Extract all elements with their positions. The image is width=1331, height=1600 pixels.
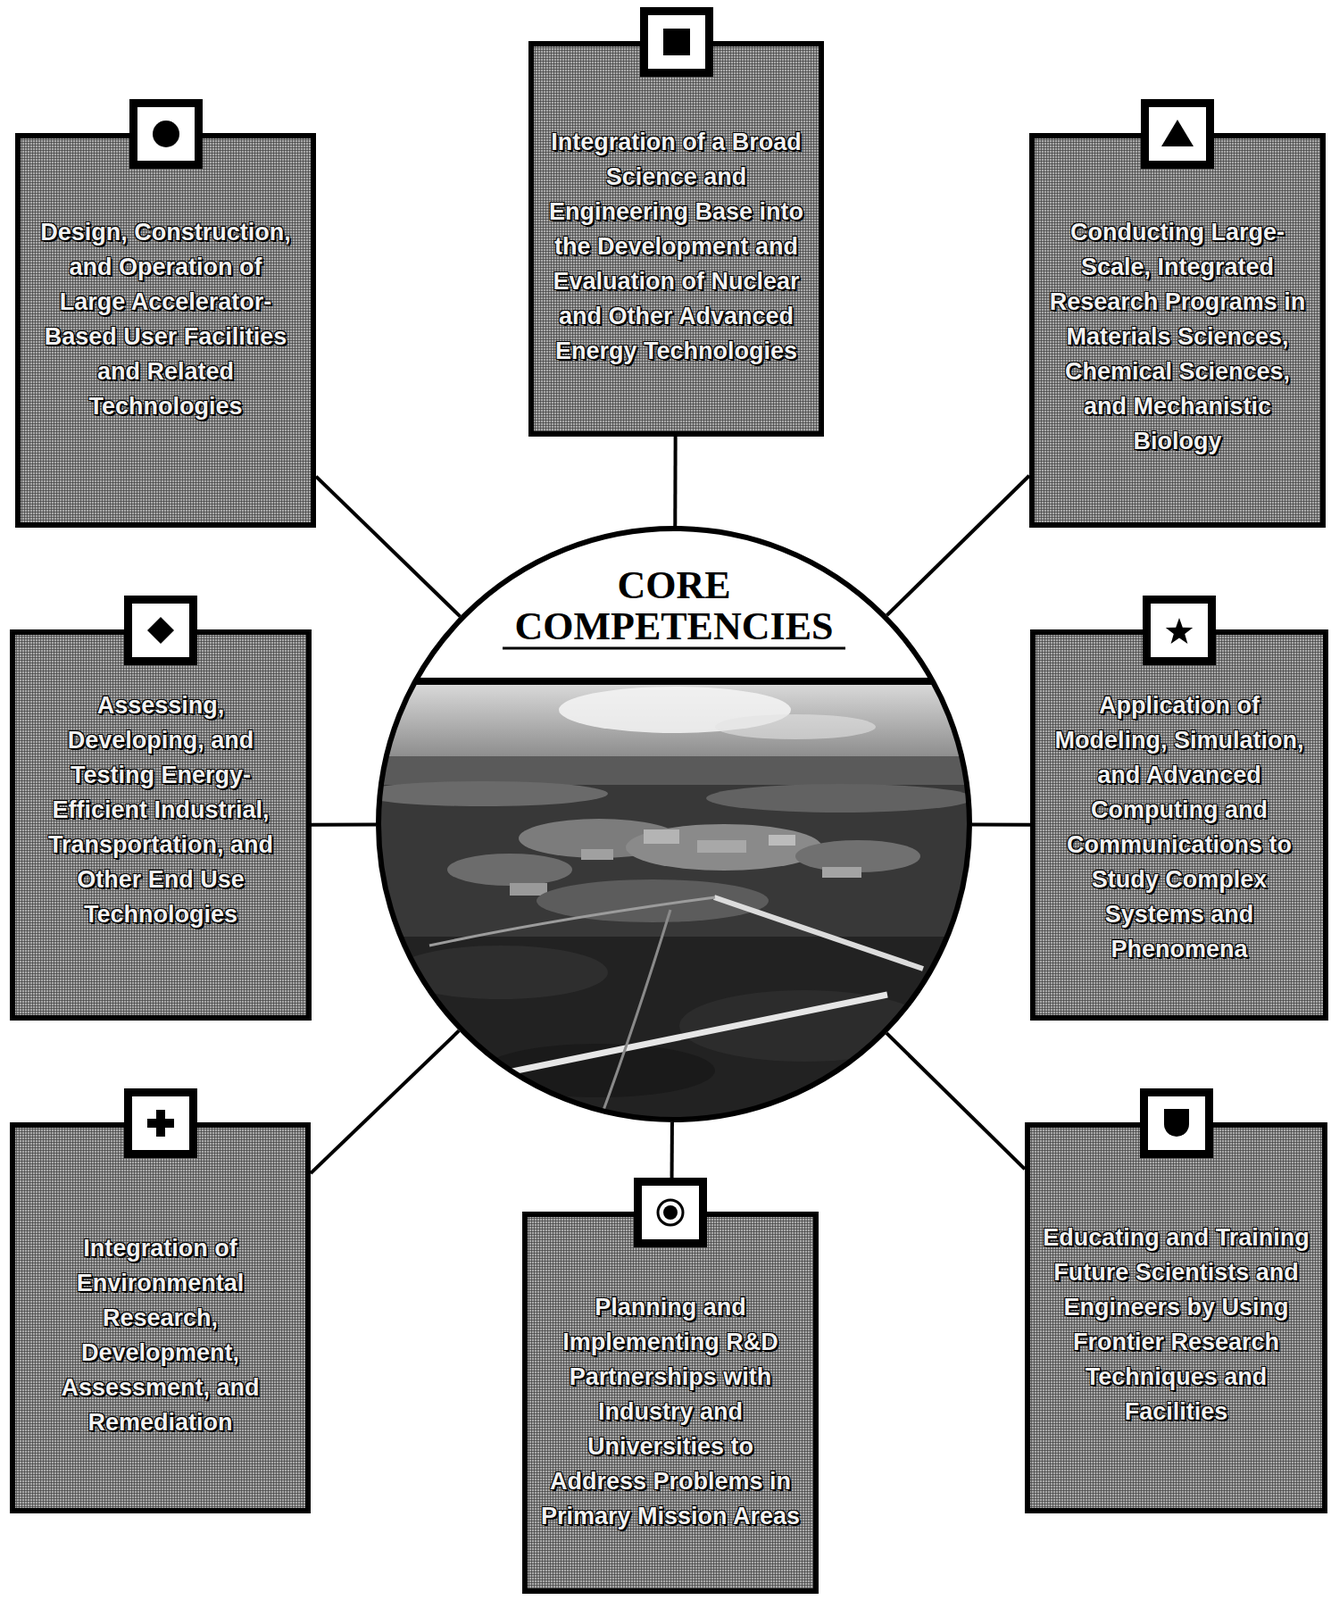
symbol-tab	[124, 1088, 198, 1158]
symbol-tab	[1142, 595, 1216, 666]
competency-box: Conducting Large-Scale, Integrated Resea…	[1029, 133, 1326, 528]
connector-line	[311, 823, 376, 827]
competency-box: Application of Modeling, Simulation, and…	[1030, 629, 1329, 1021]
node-text: Integration of Environmental Research, D…	[27, 1231, 293, 1440]
competency-box: Integration of Environmental Research, D…	[9, 1122, 311, 1514]
competency-box: Integration of a Broad Science and Engin…	[528, 41, 824, 437]
node-text: Educating and Training Future Scientists…	[1042, 1220, 1310, 1430]
node-text: Integration of a Broad Science and Engin…	[546, 124, 807, 369]
connector-line	[886, 1032, 1025, 1169]
competency-box: Assessing, Developing, and Testing Energ…	[9, 629, 312, 1021]
node-text: Planning and Implementing R&D Partnershi…	[540, 1289, 801, 1534]
connector-line	[972, 823, 1031, 827]
connector-line	[316, 476, 460, 617]
competency-box: Planning and Implementing R&D Partnershi…	[522, 1211, 819, 1594]
competency-box: Educating and Training Future Scientists…	[1024, 1122, 1328, 1514]
connector-line	[669, 1122, 674, 1212]
symbol-tab	[129, 99, 203, 169]
node-text: Assessing, Developing, and Testing Energ…	[27, 688, 294, 932]
node-text: CORE COMPETENCIES	[474, 565, 874, 648]
symbol-tab	[640, 7, 714, 77]
symbol-tab	[124, 595, 198, 666]
symbol-tab	[1139, 1088, 1214, 1158]
connector-line	[886, 475, 1030, 616]
connector-line	[673, 436, 677, 526]
node-text: Conducting Large-Scale, Integrated Resea…	[1047, 215, 1308, 459]
node-text: Application of Modeling, Simulation, and…	[1048, 688, 1311, 967]
symbol-tab	[1140, 99, 1215, 169]
core-circle: CORE COMPETENCIES	[375, 525, 973, 1123]
node-text: Design, Construction, and Operation of L…	[33, 215, 299, 425]
competency-box: Design, Construction, and Operation of L…	[15, 133, 317, 528]
connector-line	[310, 1030, 459, 1173]
symbol-tab	[633, 1177, 708, 1248]
